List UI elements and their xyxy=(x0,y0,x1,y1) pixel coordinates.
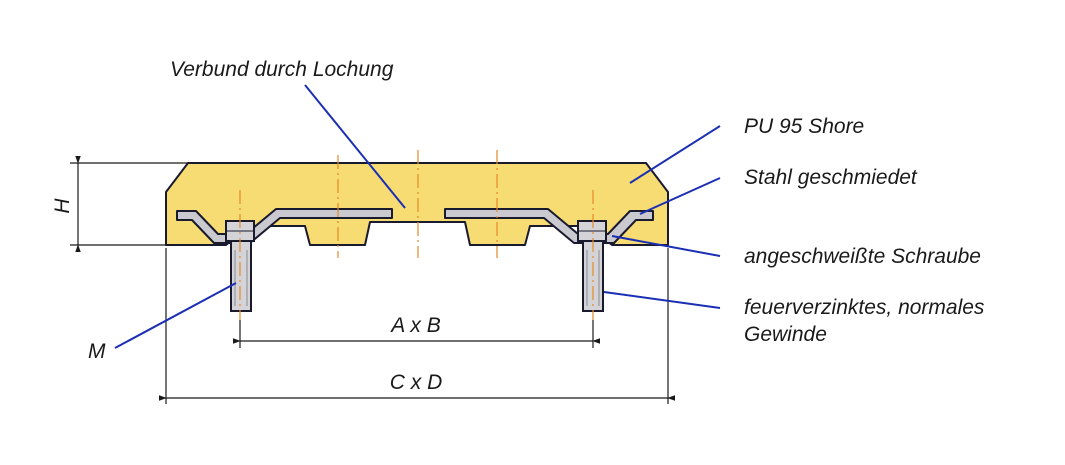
leader-verbund xyxy=(304,84,406,209)
dimension-h-label: H xyxy=(51,198,74,214)
label-verbund: Verbund durch Lochung xyxy=(170,58,394,81)
label-schraube: angeschweißte Schraube xyxy=(744,245,981,268)
center-lines xyxy=(239,150,594,320)
leader-stahl xyxy=(639,177,721,215)
bolt-right xyxy=(577,220,607,312)
leader-gewinde xyxy=(603,291,721,309)
leader-schraube xyxy=(611,235,721,257)
dimension-h xyxy=(70,155,190,253)
bolt-left xyxy=(225,220,255,312)
leader-m xyxy=(114,282,237,349)
label-pu: PU 95 Shore xyxy=(744,115,864,138)
dimension-axb xyxy=(232,320,601,348)
label-gewinde-line1: feuerverzinktes, normales xyxy=(744,296,985,319)
dimension-cxd-label: C x D xyxy=(390,371,443,394)
pu-body xyxy=(165,162,669,246)
leader-pu xyxy=(629,125,721,184)
label-m: M xyxy=(88,340,106,363)
label-stahl: Stahl geschmiedet xyxy=(744,166,918,189)
label-gewinde-line2: Gewinde xyxy=(744,323,827,346)
dimension-cxd xyxy=(158,248,676,404)
dimension-axb-label: A x B xyxy=(389,314,440,337)
leader-lines xyxy=(114,84,721,349)
